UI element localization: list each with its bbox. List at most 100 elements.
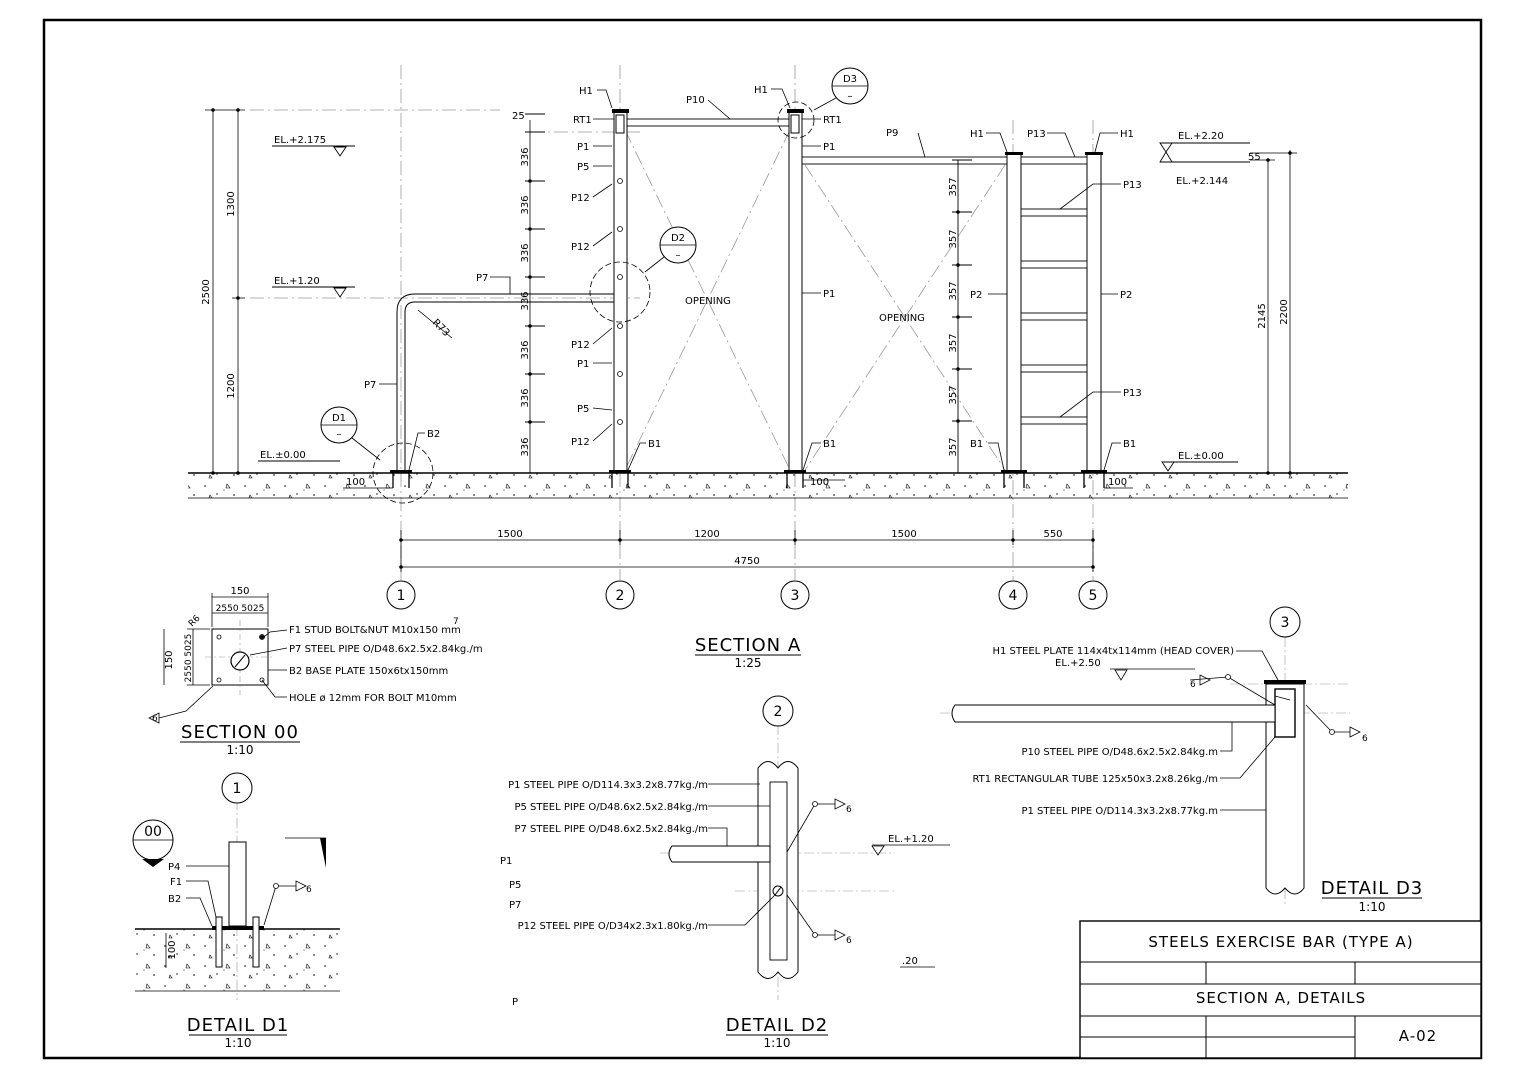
detail-d3-title: DETAIL D3 [1321, 878, 1424, 899]
pipe-p10 [626, 118, 790, 127]
d1-grid-bubble: 1 [233, 781, 242, 797]
bay-dim-3: 1500 [891, 529, 916, 540]
dim-357-1: 357 [948, 177, 959, 196]
d2-note-p7: P7 STEEL PIPE O/D48.6x2.5x2.84kg./m [514, 824, 708, 835]
level-ground-left: EL.±0.00 [260, 450, 306, 461]
dim-336-1: 336 [520, 147, 531, 166]
sheet-border [42, 18, 1483, 1060]
level-right-top2: EL.+2.144 [1176, 176, 1228, 187]
callout-p1-a: P1 [577, 142, 589, 153]
title-block-sheet-no: A-02 [1399, 1027, 1437, 1045]
dim-1200: 1200 [226, 373, 237, 398]
callout-b1-b: B1 [823, 439, 836, 450]
detail-d3-scale: 1:10 [1359, 900, 1386, 914]
dim-25: 25 [512, 111, 525, 122]
d3-note-rt1: RT1 RECTANGULAR TUBE 125x50x3.2x8.26kg./… [972, 774, 1218, 785]
opening-1: OPENING [685, 296, 731, 307]
d2-weld-1: 6 [846, 805, 852, 815]
d1-tag: 00 [144, 824, 162, 840]
tag-d2-sheet: – [676, 250, 681, 261]
callout-p1-c: P1 [823, 142, 835, 153]
dim-336-3: 336 [520, 243, 531, 262]
dim-100-c: 100 [1108, 477, 1127, 488]
dim-357-6: 357 [948, 437, 959, 456]
dim-357-3: 357 [948, 281, 959, 300]
dim-2500: 2500 [201, 279, 212, 304]
grid-bubble-5: 5 [1089, 588, 1098, 604]
detail-tag-d2: D2 – [644, 226, 697, 273]
detail-d1-scale: 1:10 [225, 1036, 252, 1050]
tag-d1-sheet: – [337, 429, 342, 440]
callout-p13-c: P13 [1123, 388, 1142, 399]
callout-b1-d: B1 [1123, 439, 1136, 450]
detail-d2-title: DETAIL D2 [726, 1015, 829, 1036]
d3-grid-bubble: 3 [1281, 615, 1290, 631]
section-00: 150 2550 5025 150 2550 5025 R6 6 F1 STUD… [148, 586, 483, 757]
section-00-title: SECTION 00 [181, 722, 299, 743]
dim-357-5: 357 [948, 385, 959, 404]
column-grid-2 [613, 111, 628, 474]
tag-d1-label: D1 [332, 413, 346, 424]
level-right-top: EL.+2.20 [1178, 131, 1224, 142]
grid-bubble-2: 2 [616, 588, 625, 604]
level-ground-right: EL.±0.00 [1178, 451, 1224, 462]
callout-h1-a: H1 [579, 86, 593, 97]
title-block-drawing: SECTION A, DETAILS [1196, 989, 1366, 1007]
d3-weld-1: 6 [1190, 680, 1196, 690]
grid-bubble-4: 4 [1009, 588, 1018, 604]
grid-bubble-1: 1 [397, 588, 406, 604]
detail-tag-d1: D1 – [320, 406, 381, 461]
d2-ghost-p: P [512, 997, 518, 1008]
d2-note-p1: P1 STEEL PIPE O/D114.3x3.2x8.77kg./m [508, 780, 708, 791]
s00-note-hole: HOLE ø 12mm FOR BOLT M10mm [289, 693, 457, 704]
d3-note-h1: H1 STEEL PLATE 114x4tx114mm (HEAD COVER) [992, 646, 1234, 657]
detail-d1-title: DETAIL D1 [187, 1015, 290, 1036]
callout-p1-b: P1 [577, 359, 589, 370]
s00-note-b2: B2 BASE PLATE 150x6tx150mm [289, 666, 448, 677]
d2-note-p12: P12 STEEL PIPE O/D34x2.3x1.80kg./m [518, 921, 708, 932]
title-block-project: STEELS EXERCISE BAR (TYPE A) [1148, 933, 1413, 951]
callout-p10: P10 [686, 95, 705, 106]
d2-note-p5: P5 STEEL PIPE O/D48.6x2.5x2.84kg./m [514, 802, 708, 813]
grid-bubble-3: 3 [791, 588, 800, 604]
s00-dim-h150: 150 [164, 650, 175, 669]
callout-p7-b: P7 [364, 380, 376, 391]
d2-weld-2: 6 [846, 936, 852, 946]
d1-label-b2: B2 [168, 894, 181, 905]
callout-b1-c: B1 [970, 439, 983, 450]
column-grid-5 [1086, 153, 1102, 474]
callout-h1-d: H1 [1120, 129, 1134, 140]
callout-b1-a: B1 [648, 439, 661, 450]
bay-dim-4: 550 [1043, 529, 1062, 540]
bay-dim-2: 1200 [694, 529, 719, 540]
s00-weld: 6 [152, 714, 158, 724]
callout-p12-b: P12 [571, 242, 590, 253]
s00-dim-sub: 2550 5025 [216, 604, 265, 614]
dim-336-4: 336 [520, 291, 531, 310]
callout-p1-d: P1 [823, 289, 835, 300]
pipe-p7 [396, 293, 617, 473]
ground-slab [188, 473, 1348, 498]
level-mid: EL.+1.20 [274, 276, 320, 287]
d2-ghost-20: .20 [902, 956, 918, 967]
total-dim: 4750 [734, 556, 759, 567]
d2-ghost-p1: P1 [500, 856, 512, 867]
d3-note-p1: P1 STEEL PIPE O/D114.3x3.2x8.77kg.m [1021, 806, 1218, 817]
callout-p13-a: P13 [1027, 129, 1046, 140]
radius-r73: R73 [430, 317, 452, 339]
detail-d1: 1 00 6 P4 F1 B2 100 DETAIL D1 [132, 772, 340, 1050]
callout-p7-a: P7 [476, 273, 488, 284]
d1-label-f1: F1 [170, 877, 182, 888]
dim-55: 55 [1248, 152, 1261, 163]
section-00-scale: 1:10 [227, 743, 254, 757]
callout-h1-c: H1 [970, 129, 984, 140]
callout-b2: B2 [427, 429, 440, 440]
callout-p12-d: P12 [571, 437, 590, 448]
d3-weld-2: 6 [1362, 734, 1368, 744]
s00-r6: R6 [187, 613, 203, 629]
d3-note-p10: P10 STEEL PIPE O/D48.6x2.5x2.84kg.m [1021, 747, 1218, 758]
dim-336-2: 336 [520, 195, 531, 214]
column-grid-3 [788, 111, 803, 474]
dim-100-a: 100 [346, 477, 365, 488]
